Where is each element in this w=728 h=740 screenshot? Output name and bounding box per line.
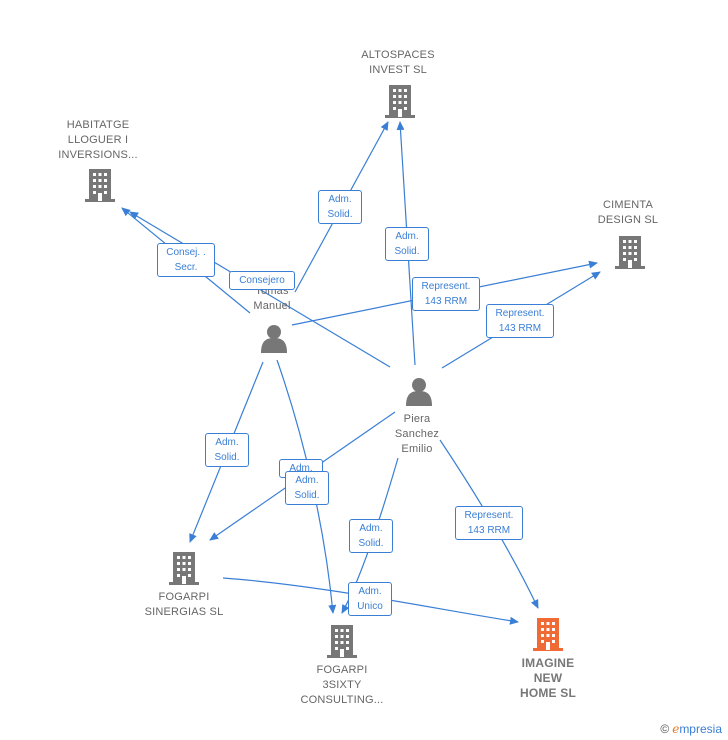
company-icon-fogarpi-sinergias[interactable] (169, 552, 199, 585)
edge-label-piera-habitatge: Consejero (229, 271, 295, 290)
edge-label-tomas-fogarpi-sin: Adm. Solid. (205, 433, 249, 467)
node-label-altospaces[interactable]: ALTOSPACES INVEST SL (361, 49, 435, 76)
edge-label-piera-fogarpi-3s: Adm. Solid. (349, 519, 393, 553)
brand-footer[interactable]: ©empresia (660, 722, 722, 736)
edge-label-piera-imagine: Represent. 143 RRM (455, 506, 523, 540)
edge-label-tomas-habitatge: Consej. . Secr. (157, 243, 215, 277)
node-label-imagine[interactable]: IMAGINE NEW HOME SL (519, 656, 577, 700)
node-label-cimenta[interactable]: CIMENTA DESIGN SL (597, 199, 659, 226)
brand-name: mpresia (679, 722, 722, 736)
company-icon-altospaces[interactable] (385, 85, 415, 118)
company-icon-cimenta[interactable] (615, 236, 645, 269)
edge-label-tomas-fogarpi-3s: Adm. Solid. (285, 471, 329, 505)
company-icon-habitatge[interactable] (85, 169, 115, 202)
person-icon-tomas[interactable] (261, 325, 287, 353)
company-icon-fogarpi-3sixty[interactable] (327, 625, 357, 658)
brand-logo-letter: e (672, 722, 680, 736)
edge-label-tomas-altospaces: Adm. Solid. (318, 190, 362, 224)
edge-label-fogarpi-sin-imagine: Adm. Unico (348, 582, 392, 616)
edge-label-piera-cimenta: Represent. 143 RRM (486, 304, 554, 338)
edge-label-tomas-cimenta: Represent. 143 RRM (412, 277, 480, 311)
person-icon-piera[interactable] (406, 378, 432, 406)
node-label-habitatge[interactable]: HABITATGE LLOGUER I INVERSIONS... (58, 119, 138, 161)
copyright-icon: © (660, 722, 670, 736)
node-label-piera[interactable]: Piera Sanchez Emilio (394, 413, 440, 455)
edge-label-piera-altospaces: Adm. Solid. (385, 227, 429, 261)
node-label-fogarpi-sinergias[interactable]: FOGARPI SINERGIAS SL (144, 591, 224, 618)
company-icon-imagine[interactable] (533, 618, 563, 651)
node-label-fogarpi-3sixty[interactable]: FOGARPI 3SIXTY CONSULTING... (300, 664, 384, 706)
